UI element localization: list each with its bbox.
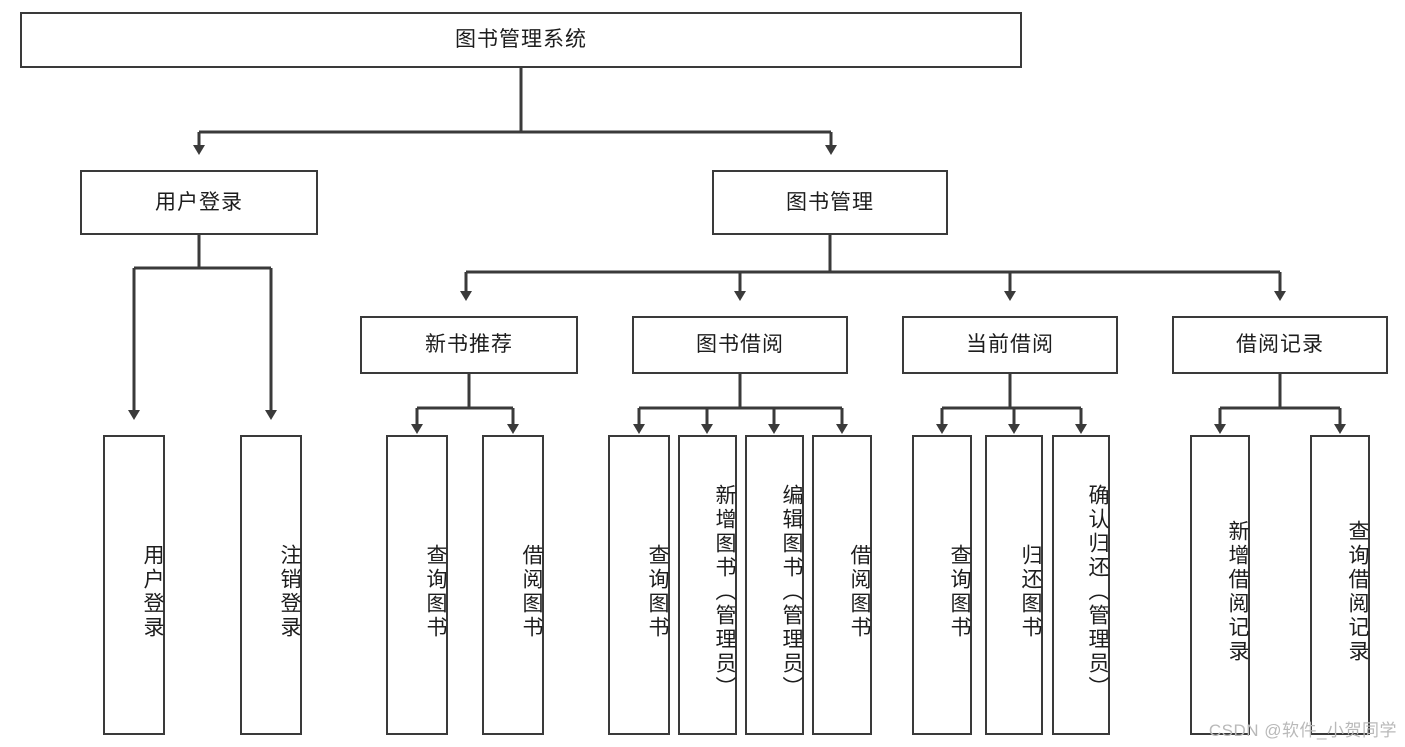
node-book-manage[interactable]: 图书管理 — [712, 170, 948, 235]
node-borrow-record[interactable]: 借阅记录 — [1172, 316, 1388, 374]
leaf-query-book-2[interactable]: 查询图书 — [608, 435, 670, 735]
leaf-add-book-label: 新增图书（管理员） — [713, 484, 736, 700]
node-borrow-record-label: 借阅记录 — [1236, 333, 1324, 357]
node-book-borrow[interactable]: 图书借阅 — [632, 316, 848, 374]
node-user-login-label: 用户登录 — [155, 190, 243, 214]
node-current-borrow-label: 当前借阅 — [966, 333, 1054, 357]
leaf-query-book-1[interactable]: 查询图书 — [386, 435, 448, 735]
leaf-query-record-label: 查询借阅记录 — [1346, 520, 1369, 664]
leaf-query-record[interactable]: 查询借阅记录 — [1310, 435, 1370, 735]
leaf-return-book-label: 归还图书 — [1019, 544, 1042, 640]
csdn-watermark: CSDN @软件_小贺同学 — [1208, 721, 1397, 740]
leaf-confirm-return-label: 确认归还（管理员） — [1086, 484, 1109, 700]
node-new-book-rec-label: 新书推荐 — [425, 333, 513, 357]
leaf-query-book-3[interactable]: 查询图书 — [912, 435, 972, 735]
leaf-return-book[interactable]: 归还图书 — [985, 435, 1043, 735]
leaf-borrow-book-1[interactable]: 借阅图书 — [482, 435, 544, 735]
leaf-add-book[interactable]: 新增图书（管理员） — [678, 435, 737, 735]
leaf-borrow-book-2-label: 借阅图书 — [848, 544, 871, 640]
node-book-manage-label: 图书管理 — [786, 190, 874, 214]
node-new-book-rec[interactable]: 新书推荐 — [360, 316, 578, 374]
leaf-query-book-2-label: 查询图书 — [646, 544, 669, 640]
leaf-add-record-label: 新增借阅记录 — [1226, 520, 1249, 664]
leaf-edit-book-label: 编辑图书（管理员） — [780, 484, 803, 700]
leaf-user-login-label: 用户登录 — [141, 544, 164, 640]
leaf-add-record[interactable]: 新增借阅记录 — [1190, 435, 1250, 735]
node-current-borrow[interactable]: 当前借阅 — [902, 316, 1118, 374]
leaf-user-login[interactable]: 用户登录 — [103, 435, 165, 735]
node-root[interactable]: 图书管理系统 — [20, 12, 1022, 68]
leaf-borrow-book-1-label: 借阅图书 — [520, 544, 543, 640]
leaf-borrow-book-2[interactable]: 借阅图书 — [812, 435, 872, 735]
leaf-logout[interactable]: 注销登录 — [240, 435, 302, 735]
node-user-login[interactable]: 用户登录 — [80, 170, 318, 235]
node-root-label: 图书管理系统 — [455, 28, 587, 52]
leaf-edit-book[interactable]: 编辑图书（管理员） — [745, 435, 804, 735]
leaf-query-book-1-label: 查询图书 — [424, 544, 447, 640]
node-book-borrow-label: 图书借阅 — [696, 333, 784, 357]
leaf-confirm-return[interactable]: 确认归还（管理员） — [1052, 435, 1110, 735]
leaf-query-book-3-label: 查询图书 — [948, 544, 971, 640]
leaf-logout-label: 注销登录 — [278, 544, 301, 640]
